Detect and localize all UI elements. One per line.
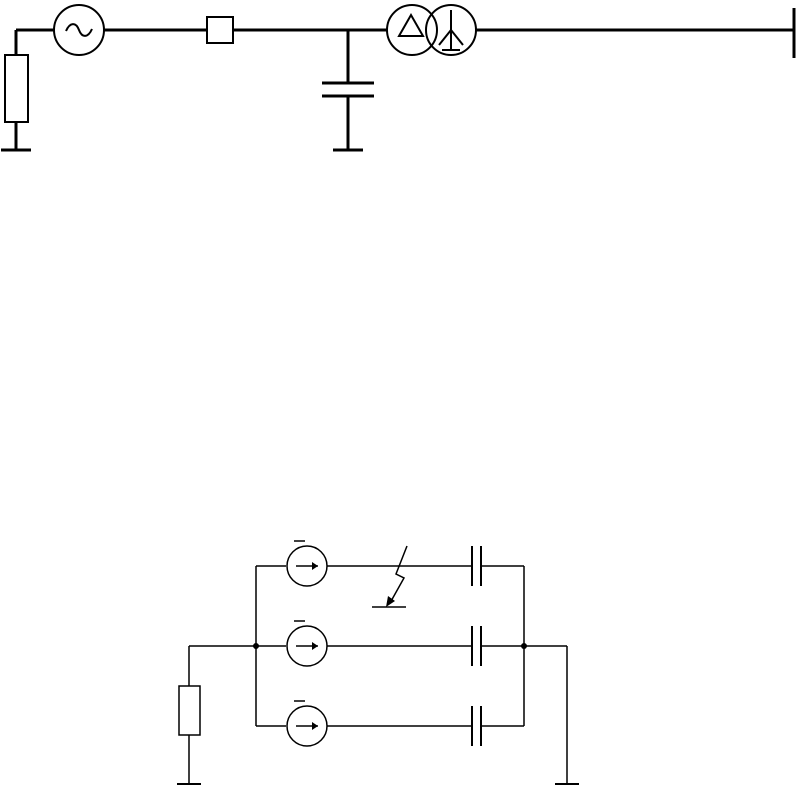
lightning-fault-icon xyxy=(372,546,407,607)
capacitor-icon xyxy=(322,30,374,150)
capacitor-icon xyxy=(472,546,481,586)
square-box-icon xyxy=(207,17,233,43)
current-source-icon xyxy=(287,621,327,666)
ac-source-icon xyxy=(54,5,104,55)
top-circuit xyxy=(1,5,794,150)
capacitor-icon xyxy=(472,706,481,746)
delta-wye-transformer-icon xyxy=(387,5,476,55)
current-source-icon xyxy=(287,701,327,746)
current-source-icon xyxy=(287,541,327,586)
junction-dot xyxy=(253,643,259,649)
resistor-icon xyxy=(179,686,200,735)
resistor-icon xyxy=(5,55,28,122)
bottom-circuit xyxy=(177,541,579,784)
capacitor-icon xyxy=(472,626,481,666)
